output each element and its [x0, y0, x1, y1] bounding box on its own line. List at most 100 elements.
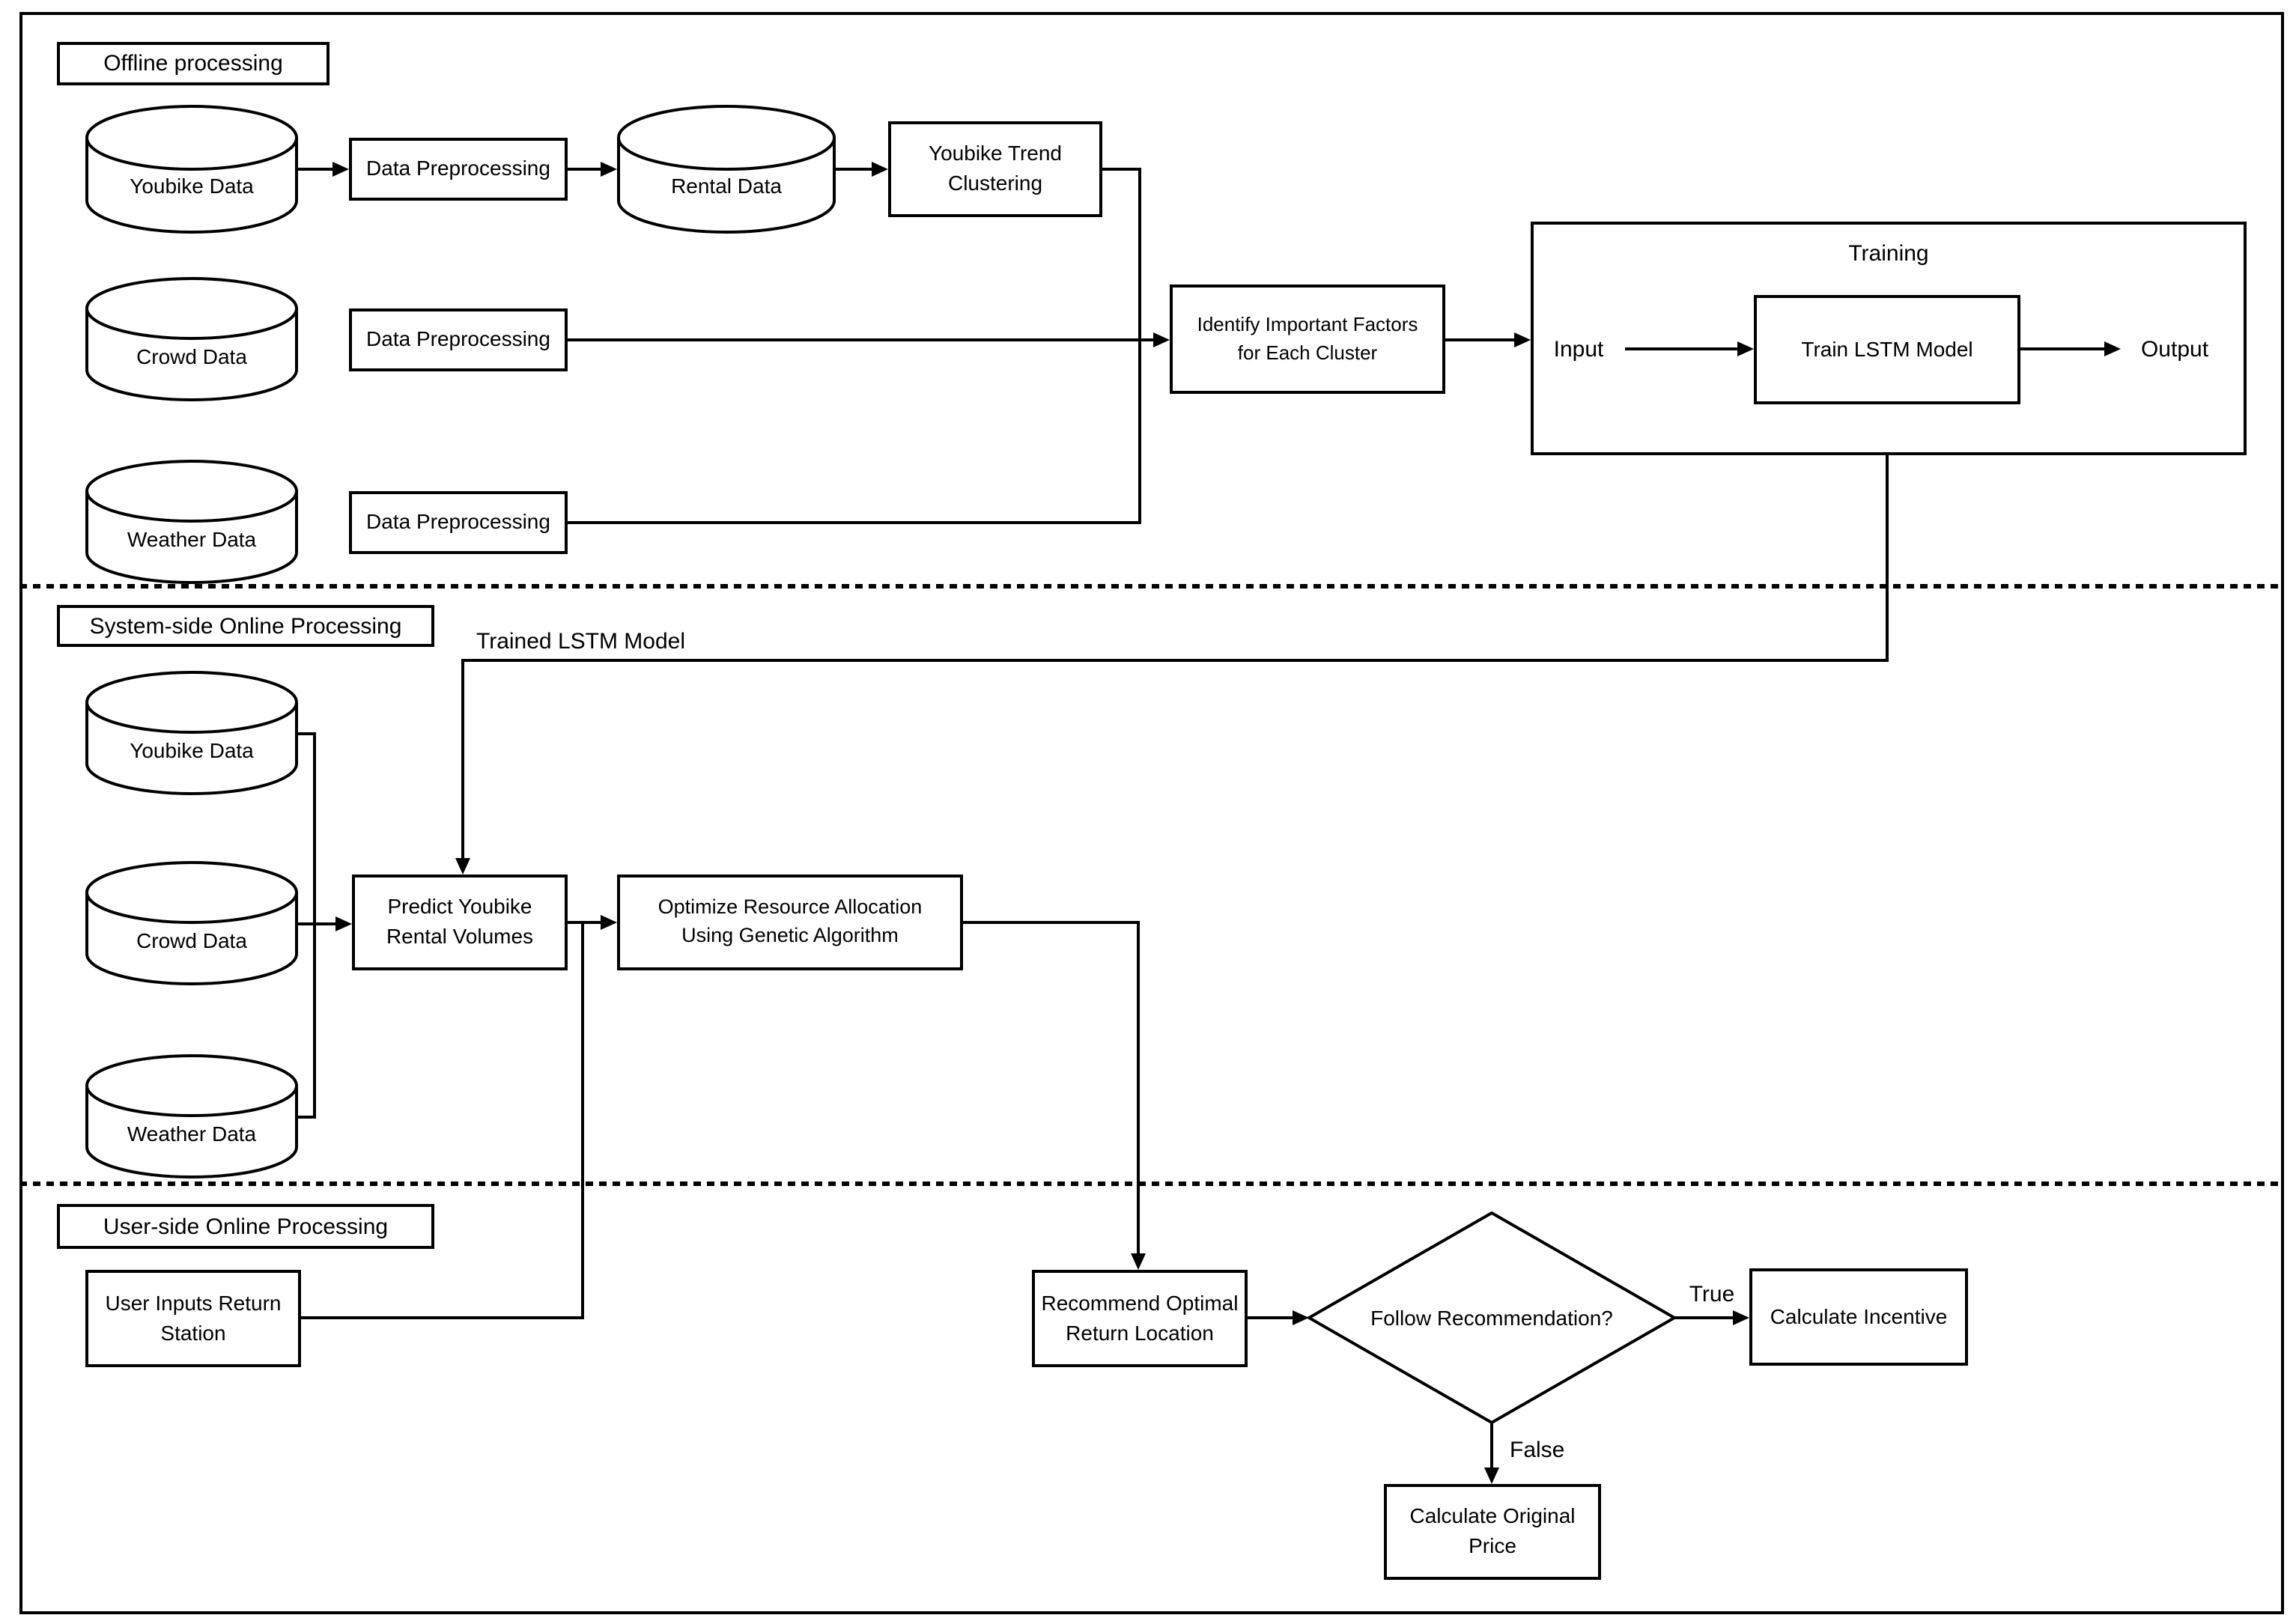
section-label-offline: Offline processing — [57, 42, 329, 85]
diamond-label: Follow Recommendation? — [1370, 1306, 1613, 1330]
box-label-line2: Rental Volumes — [386, 924, 534, 948]
arrowhead-into-predict-top — [455, 858, 470, 875]
connector-prep3-to-bus — [568, 521, 1141, 524]
section-label-system-text: System-side Online Processing — [89, 613, 402, 639]
box-data-preprocessing-1: Data Preprocessing — [349, 138, 568, 201]
box-label-line2: Clustering — [947, 171, 1043, 195]
arrowhead-into-decision — [1293, 1310, 1309, 1325]
arrowhead-into-predict — [335, 916, 352, 931]
label-output: Output — [2127, 337, 2223, 362]
arrowhead-into-lstm — [1737, 341, 1754, 356]
connector-userinput-to-branch — [301, 1316, 584, 1319]
cylinder-label: Youbike Data — [130, 174, 254, 198]
label-trained-lstm-model: Trained LSTM Model — [476, 629, 685, 654]
cylinder-label: Weather Data — [127, 1122, 257, 1146]
box-label: Data Preprocessing — [366, 509, 550, 534]
connector-system-bus-vertical — [313, 732, 316, 1119]
connector-weather2-stub — [298, 1116, 316, 1119]
section-label-offline-text: Offline processing — [103, 51, 283, 76]
cylinder-shape — [85, 861, 298, 985]
box-label-line1: Predict Youbike — [387, 894, 532, 919]
divider-system-user — [19, 1181, 2284, 1186]
box-label-line2: Using Genetic Algorithm — [681, 924, 899, 946]
box-label-line1: Recommend Optimal — [1041, 1290, 1239, 1315]
section-label-user: User-side Online Processing — [57, 1204, 434, 1249]
cylinder-shape — [85, 1054, 298, 1179]
connector-prep1-to-rental — [568, 168, 602, 171]
connector-lstm-to-output — [2020, 347, 2107, 350]
label-true: True — [1680, 1282, 1743, 1307]
box-label-line1: Identify Important Factors — [1197, 313, 1418, 336]
box-label: Data Preprocessing — [366, 326, 550, 351]
arrowhead-into-calc-original — [1484, 1468, 1499, 1484]
box-optimize-resource-allocation: Optimize Resource Allocation Using Genet… — [617, 875, 963, 970]
connector-decision-true — [1674, 1316, 1736, 1319]
box-label-line1: Optimize Resource Allocation — [657, 895, 923, 919]
diamond-follow-recommendation: Follow Recommendation? — [1305, 1211, 1678, 1425]
arrowhead-into-rental — [601, 162, 617, 177]
label-false: False — [1510, 1438, 1564, 1463]
arrowhead-into-identify — [1153, 332, 1170, 347]
connector-optimize-down — [1137, 921, 1140, 1256]
box-user-inputs-return-station: User Inputs Return Station — [85, 1270, 301, 1367]
box-identify-important-factors: Identify Important Factors for Each Clus… — [1170, 285, 1445, 394]
label-training-title: Training — [1531, 241, 2247, 267]
box-label-line2: Price — [1469, 1533, 1516, 1557]
arrowhead-into-output — [2104, 341, 2121, 356]
box-youbike-trend-clustering: Youbike Trend Clustering — [888, 121, 1102, 217]
box-calculate-original-price: Calculate Original Price — [1384, 1484, 1601, 1580]
cylinder-weather-data-offline: Weather Data — [85, 460, 298, 586]
connector-decision-false — [1490, 1423, 1493, 1471]
cylinder-label: Weather Data — [127, 527, 257, 552]
diagram-border — [19, 12, 2284, 1614]
connector-recommend-to-decision — [1248, 1316, 1296, 1319]
label-trained-lstm-model-text: Trained LSTM Model — [476, 629, 685, 654]
arrowhead-into-prep1 — [332, 162, 349, 177]
box-label-line2: for Each Cluster — [1237, 341, 1378, 363]
connector-trained-model-down — [461, 659, 464, 860]
connector-clustering-to-bus — [1102, 168, 1141, 171]
box-data-preprocessing-2: Data Preprocessing — [349, 308, 568, 371]
box-label: Train LSTM Model — [1801, 336, 1973, 361]
box-train-lstm-model: Train LSTM Model — [1754, 295, 2020, 404]
label-true-text: True — [1689, 1282, 1735, 1307]
cylinder-crowd-data-system: Crowd Data — [85, 861, 298, 987]
cylinder-shape — [85, 671, 298, 795]
box-label-line1: Youbike Trend — [929, 141, 1062, 165]
divider-offline-system — [19, 584, 2284, 589]
cylinder-label: Youbike Data — [130, 738, 254, 763]
arrowhead-into-incentive — [1733, 1310, 1749, 1325]
cylinder-shape — [85, 460, 298, 584]
box-label-line2: Return Location — [1066, 1320, 1214, 1344]
group-training — [1531, 222, 2247, 455]
connector-rental-to-clustering — [836, 168, 873, 171]
cylinder-youbike-data-offline: Youbike Data — [85, 105, 298, 234]
box-label-line1: User Inputs Return — [105, 1290, 282, 1315]
label-false-text: False — [1510, 1438, 1565, 1463]
cylinder-shape — [85, 105, 298, 234]
connector-identify-to-training — [1445, 338, 1517, 341]
section-label-system: System-side Online Processing — [57, 605, 434, 647]
cylinder-youbike-data-system: Youbike Data — [85, 671, 298, 797]
connector-offline-bus-vertical — [1138, 168, 1141, 524]
connector-youbike2-stub — [298, 732, 316, 735]
box-data-preprocessing-3: Data Preprocessing — [349, 491, 568, 554]
cylinder-label: Crowd Data — [136, 344, 247, 369]
label-training-title-text: Training — [1848, 241, 1929, 267]
connector-crowd2-to-predict — [298, 922, 338, 925]
connector-training-down — [1886, 455, 1889, 662]
connector-input-to-lstm — [1625, 347, 1740, 350]
connector-optimize-out — [963, 921, 1140, 924]
label-input: Input — [1537, 337, 1621, 362]
box-label: Calculate Incentive — [1770, 1304, 1948, 1328]
cylinder-label: Crowd Data — [136, 928, 247, 953]
connector-userinput-branch-vertical — [581, 921, 584, 1319]
arrowhead-into-training — [1514, 332, 1531, 347]
box-label-line1: Calculate Original — [1409, 1503, 1576, 1528]
arrowhead-into-clustering — [872, 162, 888, 177]
arrowhead-into-optimize — [601, 915, 617, 930]
connector-trained-model-horizontal — [461, 659, 1889, 662]
box-predict-rental-volumes: Predict Youbike Rental Volumes — [352, 875, 568, 970]
